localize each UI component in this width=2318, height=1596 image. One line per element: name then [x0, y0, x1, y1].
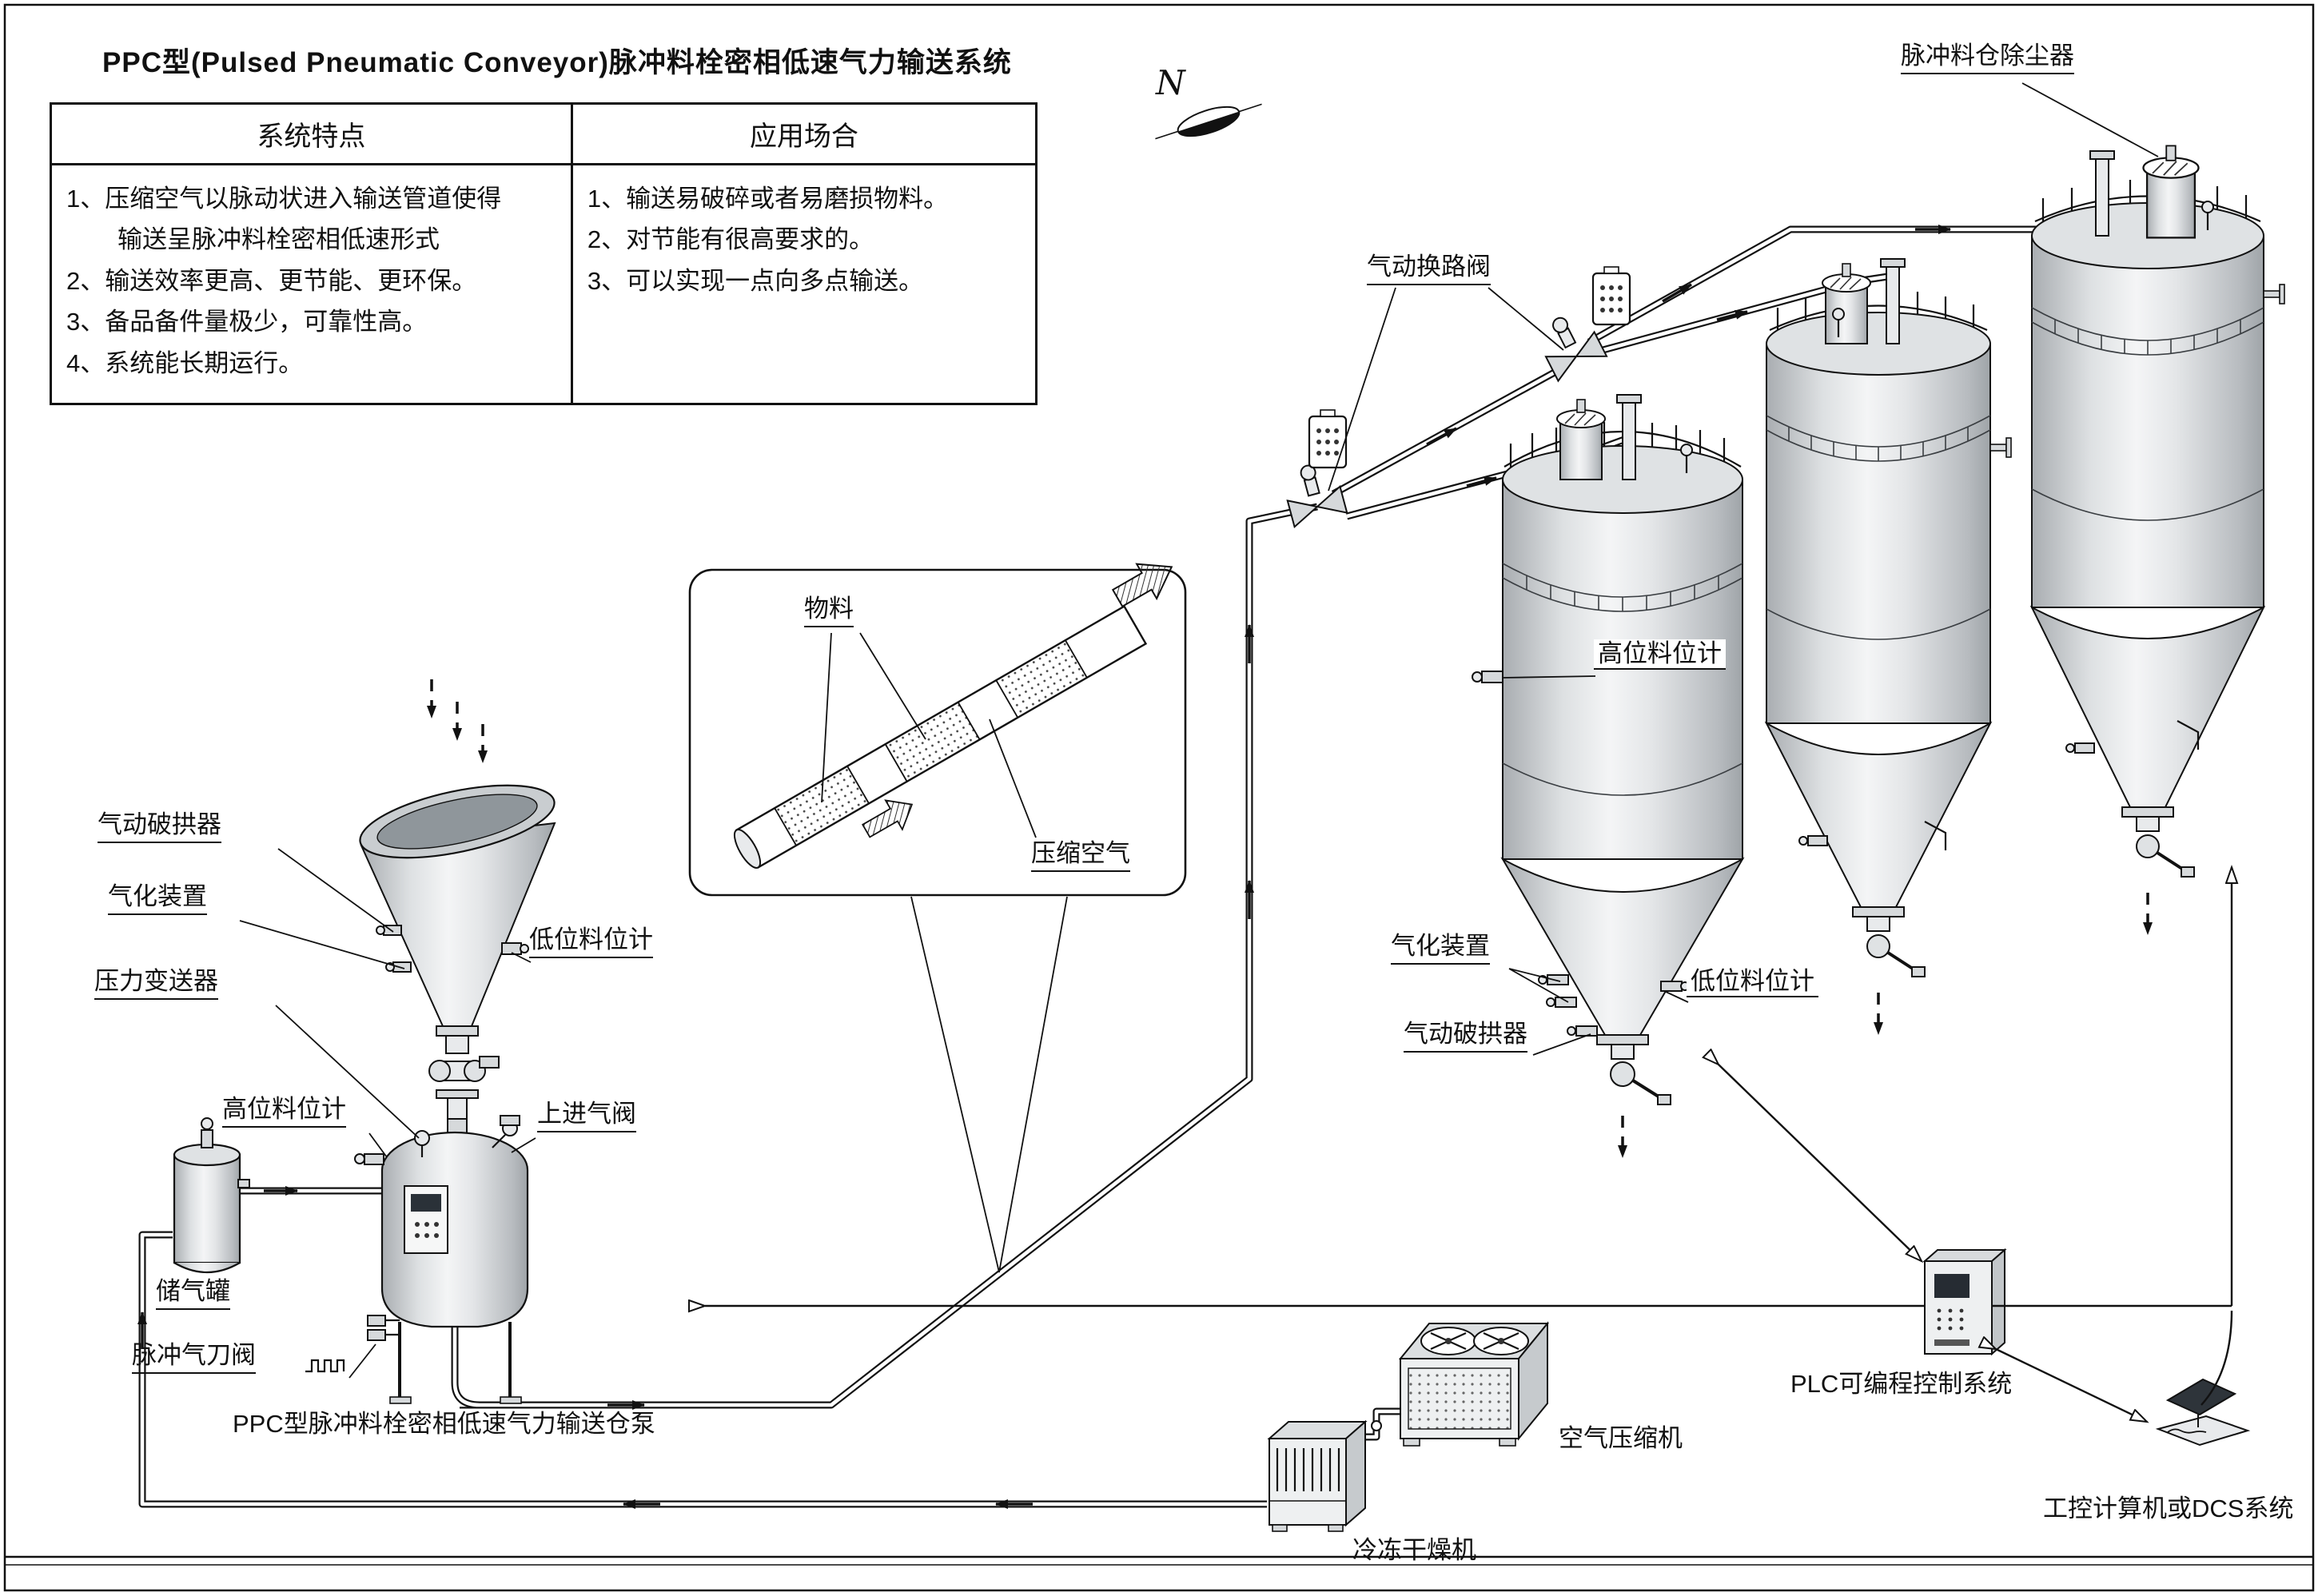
arch-breaker-left-label: 气动破拱器 [98, 810, 221, 843]
silo-1-gasifier-nozzle [1547, 974, 1569, 985]
air-storage-tank [173, 1117, 250, 1274]
silo-3-dust-collector [2142, 145, 2200, 239]
computer-screen [2165, 1378, 2237, 1416]
silo-2 [1764, 258, 2012, 1035]
ppc-pump-label: PPC型脉冲料栓密相低速气力输送仓泵 [233, 1410, 655, 1438]
dryer-valve [1371, 1420, 1382, 1431]
diverter-valve-label: 气动换路阀 [1367, 253, 1491, 285]
gasifier-right-label: 气化装置 [1391, 932, 1490, 965]
compass-north-label: N [1156, 63, 1185, 102]
dryer-label: 冷冻干燥机 [1352, 1536, 1476, 1564]
high-level-left-label: 高位料位计 [222, 1095, 346, 1128]
silo-2-dust-collector [1822, 263, 1871, 344]
gasifier-left-label: 气化装置 [108, 882, 207, 915]
features-cell: 1、压缩空气以脉动状进入输送管道使得 输送呈脉冲料栓密相低速形式 2、输送效率更… [52, 165, 573, 404]
silo-2-railing [1769, 304, 1988, 332]
drawing-border [3, 3, 2315, 1592]
ppc-pump-vessel [354, 1115, 529, 1404]
vessel-high-level-sensor [364, 1153, 384, 1165]
flow-arrows [137, 225, 1951, 1509]
control-signal-lines [705, 867, 2232, 1422]
silo-1-high-level-sensor [1481, 671, 1504, 683]
flow-direction-arrow [1111, 563, 1173, 608]
north-compass-icon [1155, 103, 1262, 140]
pipe-network [142, 229, 2104, 1504]
low-level-right-label: 低位料位计 [1687, 967, 1818, 997]
feature-line: 1、压缩空气以脉动状进入输送管道使得 [66, 185, 502, 213]
pipe-detail-inset [688, 563, 1187, 1273]
dust-collector-label: 脉冲料仓除尘器 [1901, 42, 2074, 74]
feature-line: 2、输送效率更高、更节能、更环保。 [66, 266, 477, 295]
junction-box-1 [1308, 408, 1348, 469]
computer-system-label: 工控计算机或DCS系统 [2043, 1495, 2294, 1522]
application-line: 3、可以实现一点向多点输送。 [587, 266, 924, 295]
info-table: 系统特点 应用场合 1、压缩空气以脉动状进入输送管道使得 输送呈脉冲料栓密相低速… [50, 102, 1038, 406]
high-level-right-label: 高位料位计 [1594, 639, 1726, 670]
refrigerated-dryer [1267, 1419, 1368, 1532]
feature-line: 输送呈脉冲料栓密相低速形式 [117, 225, 440, 254]
silo-3 [2029, 145, 2285, 935]
low-level-left-label: 低位料位计 [529, 925, 653, 958]
plc-screen [1934, 1274, 1970, 1298]
pulse-knife-valves [367, 1315, 386, 1327]
diverter-valve-1 [1279, 458, 1348, 528]
computer-keyboard [2155, 1415, 2251, 1447]
silo-1-low-level-sensor [1660, 981, 1683, 992]
feature-line: 4、系统能长期运行。 [66, 348, 304, 377]
industrial-computer [2155, 1378, 2251, 1447]
pulse-knife-valve-label: 脉冲气刀阀 [132, 1341, 256, 1374]
feed-hopper [359, 784, 556, 1027]
air-direction-arrow [862, 799, 914, 838]
pressure-transmitter-instrument [414, 1130, 430, 1146]
application-line: 2、对节能有很高要求的。 [587, 225, 874, 254]
silo-1-arch-breaker [1575, 1025, 1598, 1037]
application-line: 1、输送易破碎或者易磨损物料。 [587, 185, 949, 213]
compressed-air-label: 压缩空气 [1031, 839, 1130, 872]
plc-cabinet [1922, 1248, 2007, 1356]
air-compressor-unit [1398, 1321, 1550, 1447]
arch-breaker-right-label: 气动破拱器 [1404, 1020, 1527, 1053]
top-inlet-valve-label: 上进气阀 [537, 1100, 636, 1132]
table-header-applications: 应用场合 [749, 121, 858, 152]
air-tank-label: 储气罐 [156, 1277, 230, 1310]
air-compressor-label: 空气压缩机 [1559, 1424, 1683, 1452]
pulse-wave-symbol [305, 1359, 345, 1373]
junction-box-2 [1591, 265, 1631, 326]
silo-1-dust-collector [1556, 399, 1606, 480]
material-label: 物料 [804, 595, 854, 627]
feature-line: 3、备品备件量极少，可靠性高。 [66, 308, 428, 336]
pressure-transmitter-label: 压力变送器 [94, 967, 218, 1000]
page-title: PPC型(Pulsed Pneumatic Conveyor)脉冲料栓密相低速气… [102, 47, 1012, 78]
table-header-features: 系统特点 [52, 105, 573, 163]
inlet-valve-stack [428, 1025, 500, 1136]
plc-system-label: PLC可编程控制系统 [1790, 1370, 2013, 1398]
applications-cell: 1、输送易破碎或者易磨损物料。 2、对节能有很高要求的。 3、可以实现一点向多点… [573, 165, 1035, 403]
label-leaders [239, 82, 2159, 1379]
